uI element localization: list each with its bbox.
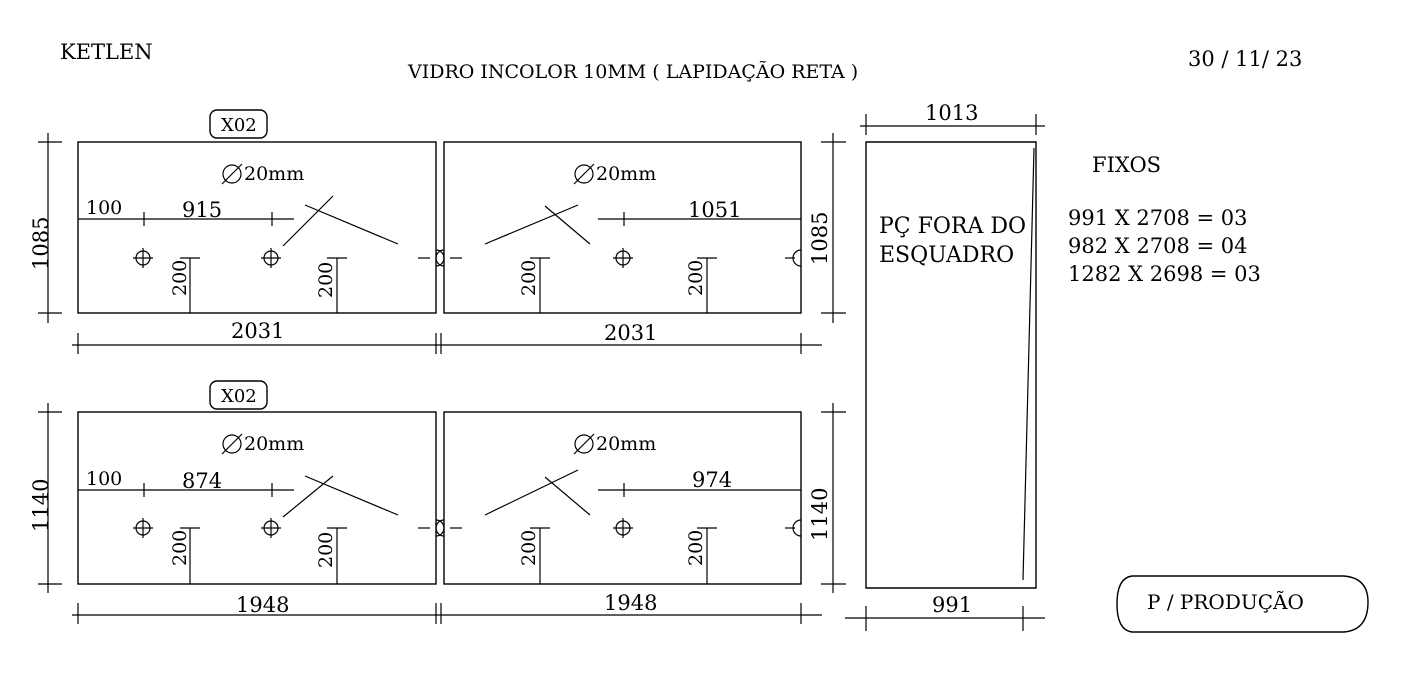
tall-note-line2: ESQUADRO bbox=[879, 243, 1014, 268]
row2-right-drop-b: 200 bbox=[685, 530, 707, 566]
fixos-item: 1282 X 2698 = 03 bbox=[1068, 262, 1261, 286]
tall-note-line1: PÇ FORA DO bbox=[879, 214, 1026, 239]
tall-bottom-width: 991 bbox=[932, 593, 972, 617]
row2-left-edge-offset: 100 bbox=[86, 468, 122, 490]
row2-left-hole-span: 874 bbox=[182, 469, 222, 493]
row1-left-diameter-label: 20mm bbox=[244, 163, 304, 185]
production-stamp-label: P / PRODUÇÃO bbox=[1147, 590, 1304, 614]
row1-group: X02 1085 100 915 200 200 20mm bbox=[29, 109, 846, 354]
row1-left-cross-b bbox=[304, 204, 399, 245]
row2-left-hole-diameter: 20mm bbox=[221, 433, 304, 455]
row1-left-cross-a bbox=[282, 195, 334, 247]
fixos-list: FIXOS 991 X 2708 = 03 982 X 2708 = 04 12… bbox=[1068, 153, 1261, 286]
drawing-title: VIDRO INCOLOR 10MM ( LAPIDAÇÃO RETA ) bbox=[407, 61, 858, 83]
row1-left-panel bbox=[77, 141, 437, 314]
row2-right-panel bbox=[443, 411, 802, 585]
row1-notch-left bbox=[435, 249, 445, 267]
row2-left-hole-2 bbox=[261, 518, 281, 538]
row2-right-hole-span: 974 bbox=[692, 468, 732, 492]
row1-qty-label: X02 bbox=[221, 115, 257, 136]
client-name: KETLEN bbox=[60, 40, 153, 64]
tall-piece-out-of-square-edge bbox=[1022, 147, 1035, 581]
row2-right-drop-a: 200 bbox=[518, 530, 540, 566]
tall-piece-group: 1013 PÇ FORA DO ESQUADRO 991 bbox=[845, 101, 1045, 631]
production-stamp: P / PRODUÇÃO bbox=[1116, 575, 1369, 633]
production-stamp-frame bbox=[1116, 575, 1369, 633]
row2-left-hole-1 bbox=[133, 518, 153, 538]
row2-group: X02 1140 100 874 200 200 20mm bbox=[29, 380, 846, 624]
row2-left-cross-a bbox=[282, 475, 334, 518]
row2-left-height-label: 1140 bbox=[29, 479, 53, 532]
fixos-title: FIXOS bbox=[1092, 153, 1161, 177]
row1-right-drop-a: 200 bbox=[518, 260, 540, 296]
row2-right-cross-a bbox=[484, 469, 579, 516]
row2-left-drop-a: 200 bbox=[169, 530, 191, 566]
row1-right-cross-b bbox=[544, 205, 591, 245]
row1-left-width: 2031 bbox=[231, 319, 284, 343]
row2-right-cross-b bbox=[544, 476, 591, 516]
row1-right-cross-a bbox=[484, 204, 579, 245]
row2-left-width: 1948 bbox=[236, 593, 289, 617]
row1-right-hole-span: 1051 bbox=[688, 198, 741, 222]
row2-left-cross-b bbox=[304, 475, 399, 516]
tall-top-width: 1013 bbox=[925, 101, 978, 125]
row1-notch-right bbox=[435, 249, 445, 267]
row1-left-edge-offset: 100 bbox=[86, 197, 122, 219]
row2-right-hole-diameter: 20mm bbox=[573, 433, 656, 455]
row2-right-hole-1 bbox=[613, 518, 633, 538]
drawing-date: 30 / 11/ 23 bbox=[1188, 47, 1302, 71]
row1-right-hole-diameter: 20mm bbox=[573, 163, 656, 185]
row1-right-drop-b: 200 bbox=[685, 260, 707, 296]
row2-notch-left bbox=[435, 519, 445, 537]
row1-right-width: 2031 bbox=[604, 321, 657, 345]
row1-right-hole-1 bbox=[613, 248, 633, 268]
row1-left-height-label: 1085 bbox=[29, 217, 53, 270]
fixos-item: 982 X 2708 = 04 bbox=[1068, 234, 1248, 258]
row2-left-drop-b: 200 bbox=[315, 532, 337, 568]
row1-left-hole-span: 915 bbox=[182, 198, 222, 222]
row1-right-diameter-label: 20mm bbox=[596, 163, 656, 185]
row2-right-height-label: 1140 bbox=[808, 488, 832, 541]
row1-left-drop-b: 200 bbox=[315, 262, 337, 298]
row2-right-width: 1948 bbox=[604, 591, 657, 615]
row1-left-drop-a: 200 bbox=[169, 260, 191, 296]
row1-left-hole-2 bbox=[261, 248, 281, 268]
row1-left-hole-1 bbox=[133, 248, 153, 268]
row1-left-hole-diameter: 20mm bbox=[221, 163, 304, 185]
row2-right-diameter-label: 20mm bbox=[596, 433, 656, 455]
row2-left-diameter-label: 20mm bbox=[244, 433, 304, 455]
row1-qty-badge bbox=[209, 109, 268, 139]
row2-notch-right bbox=[435, 519, 445, 537]
row2-qty-badge bbox=[209, 380, 268, 410]
fixos-item: 991 X 2708 = 03 bbox=[1068, 206, 1248, 230]
tall-piece-outline bbox=[865, 141, 1037, 589]
row1-right-panel bbox=[443, 141, 802, 314]
row2-left-panel bbox=[77, 411, 437, 585]
row1-right-height-label: 1085 bbox=[808, 212, 832, 265]
row2-qty-label: X02 bbox=[221, 386, 257, 407]
